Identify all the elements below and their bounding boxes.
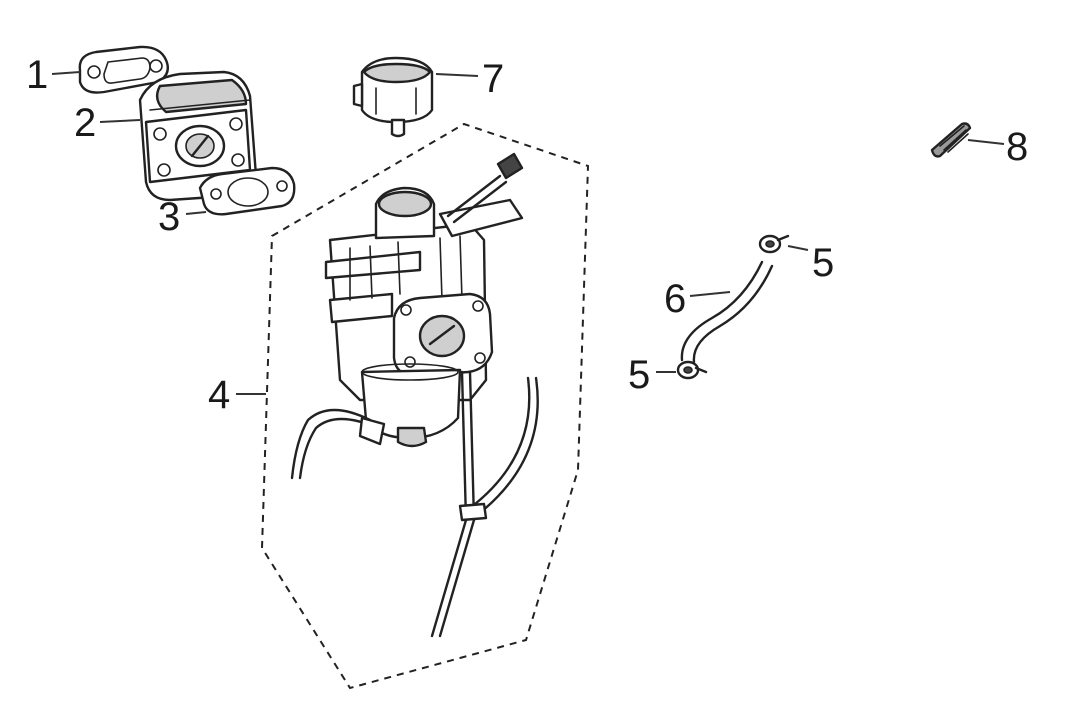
callout-5-lower: 5 [628,353,650,397]
part-5-clamp-upper [758,234,790,254]
callout-2: 2 [74,101,96,145]
part-6-fuel-hose [680,260,774,364]
part-8-pin [930,122,972,158]
callout-8: 8 [1006,125,1028,169]
part-1-gasket [78,45,169,94]
callout-7: 7 [482,57,504,101]
callout-5-upper: 5 [812,241,834,285]
callout-1: 1 [26,53,48,97]
part-2-insulator [138,70,258,202]
callout-4: 4 [208,373,230,417]
part-5-clamp-lower [676,360,708,380]
part-3-gasket [198,166,296,216]
part-7-cap [352,56,434,138]
callout-6: 6 [664,277,686,321]
part-4-carburetor-assembly [260,122,590,690]
leader-lines [51,71,1005,395]
callout-3: 3 [158,195,180,239]
